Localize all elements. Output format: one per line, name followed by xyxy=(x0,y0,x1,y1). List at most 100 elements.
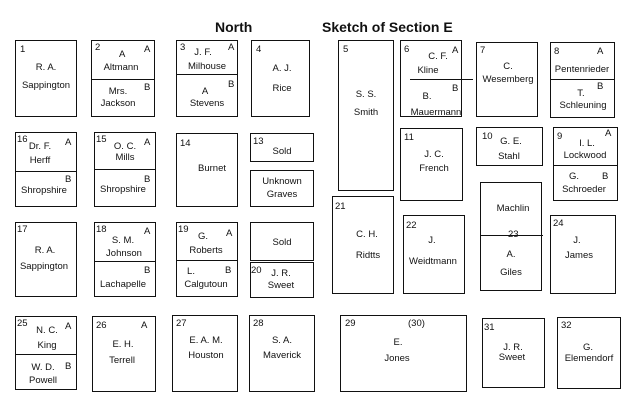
owner-a-initials: Dr. F. xyxy=(28,141,52,152)
lot-23[interactable]: Machlin 23 A. Giles xyxy=(480,182,543,291)
lot-5[interactable]: 5 S. S. Smith xyxy=(338,40,394,191)
lot-21[interactable]: 21 C. H. Ridtts xyxy=(332,196,394,294)
owner-a-name: Roberts xyxy=(189,245,223,256)
lot-status: Sold xyxy=(272,237,292,248)
lot-9[interactable]: 9 I. L. A Lockwood G. B Schroeder xyxy=(553,127,618,201)
lot-32[interactable]: 32 G. Elemendorf xyxy=(557,317,621,389)
lot-number: 21 xyxy=(335,201,346,212)
subplot-divider xyxy=(177,260,237,261)
owner-a-initials: N. C. xyxy=(36,325,58,336)
lot-number: 28 xyxy=(253,318,264,329)
lot-28[interactable]: 28 S. A. Maverick xyxy=(249,315,315,392)
owner-name: Terrell xyxy=(109,355,135,366)
unknown-graves[interactable]: Unknown Graves xyxy=(250,170,314,207)
lot-number: 20 xyxy=(251,265,262,276)
owner-initial: G. xyxy=(582,342,594,353)
owner-a-name: Kline xyxy=(417,65,439,76)
lot-25[interactable]: 25 N. C. A King W. D. B Powell xyxy=(15,316,77,390)
lot-number: 6 xyxy=(404,44,410,55)
lot-31[interactable]: 31 J. R. Sweet xyxy=(482,318,545,388)
lot-number: 11 xyxy=(404,132,414,143)
lot-11[interactable]: 11 J. C. French xyxy=(400,128,463,201)
owner-a-initials: J. F. xyxy=(194,47,212,58)
lot-number: 32 xyxy=(561,320,572,331)
owner-name: Stahl xyxy=(498,151,520,162)
owner-name: Smith xyxy=(353,107,379,118)
subplot-a-marker: A xyxy=(65,321,72,332)
owner-b-initials: W. D. xyxy=(31,362,55,373)
lot-number: 27 xyxy=(176,318,187,329)
lot-sold[interactable]: Sold xyxy=(250,222,314,261)
unknown-label: Unknown xyxy=(262,176,302,187)
owner-a-name: Johnson xyxy=(106,248,142,259)
owner-b-name: Stevens xyxy=(189,98,225,109)
lot-number: 22 xyxy=(406,220,417,231)
lot-24[interactable]: 24 J. James xyxy=(550,215,616,294)
owner-name: Elemendorf xyxy=(564,353,614,364)
owner-initials: R. A. xyxy=(34,245,56,256)
lot-26[interactable]: 26 A E. H. Terrell xyxy=(92,316,156,392)
owner-b-name: Shropshire xyxy=(21,185,67,196)
owner-name: Maverick xyxy=(262,350,302,361)
lot-number: 4 xyxy=(256,44,262,55)
lot-1[interactable]: 1 R. A. Sappington xyxy=(15,40,77,117)
owner-name: Sappington xyxy=(21,80,71,91)
subplot-divider xyxy=(551,79,614,80)
owner-name: Houston xyxy=(188,350,224,361)
lot-16[interactable]: 16 Dr. F. A Herff B Shropshire xyxy=(15,132,77,207)
owner-b-name: Calgutoun xyxy=(184,279,228,290)
subplot-divider xyxy=(410,79,473,80)
owner-name: Sappington xyxy=(19,261,69,272)
subplot-divider xyxy=(95,261,155,262)
lot-4[interactable]: 4 A. J. Rice xyxy=(251,40,310,117)
subplot-a-marker: A xyxy=(452,45,459,56)
owner-a-name: Pentenrieder xyxy=(554,64,610,75)
lot-22[interactable]: 22 J. Weidtmann xyxy=(403,215,465,294)
lot-7[interactable]: 7 C. Wesemberg xyxy=(476,42,538,117)
owner-name: Weidtmann xyxy=(409,256,457,267)
subplot-b-marker: B xyxy=(597,81,604,92)
lot-14[interactable]: 14 Burnet xyxy=(176,133,238,207)
lot-29[interactable]: 29 (30) E. Jones xyxy=(340,315,467,392)
lot-number: 17 xyxy=(17,224,28,235)
subplot-divider xyxy=(554,165,617,166)
owner-name: French xyxy=(419,163,449,174)
lot-number: 5 xyxy=(343,44,349,55)
owner-b-initial: T. xyxy=(577,88,585,99)
lot-3[interactable]: 3 J. F. A Milhouse A B Stevens xyxy=(176,40,238,117)
subplot-a-marker: A xyxy=(144,226,151,237)
lot-8[interactable]: 8 A Pentenrieder T. B Schleuning xyxy=(550,42,615,118)
lot-number: 16 xyxy=(17,134,28,145)
graves-label: Graves xyxy=(266,189,298,200)
lot-19[interactable]: 19 G. A Roberts L. B Calgutoun xyxy=(176,222,238,297)
owner-initials: J. R. xyxy=(271,268,291,279)
lot-13[interactable]: 13 Sold xyxy=(250,133,314,162)
subplot-b-marker: B xyxy=(65,361,72,372)
owner-initials: C. H. xyxy=(356,229,378,240)
owner-initials: R. A. xyxy=(35,62,57,73)
lot-number: 2 xyxy=(95,42,101,53)
owner-a-name: Milhouse xyxy=(187,61,227,72)
owner-initials: E. H. xyxy=(112,339,134,350)
owner-a-name: Mills xyxy=(115,152,135,163)
lot-2[interactable]: 2 A A Altmann Mrs. Jackson B xyxy=(91,40,155,117)
lot-20[interactable]: 20 J. R. Sweet xyxy=(250,262,314,298)
subplot-a-marker: A xyxy=(605,128,612,139)
subplot-divider xyxy=(92,79,154,80)
owner-b-name: Mauermann xyxy=(410,107,462,118)
owner-a-name: King xyxy=(37,340,57,351)
owner-a-initial: G. xyxy=(197,231,209,242)
lot-27[interactable]: 27 E. A. M. Houston xyxy=(172,315,238,392)
lot-number: 25 xyxy=(17,318,28,329)
lot-10[interactable]: 10 G. E. Stahl xyxy=(476,127,543,166)
lot-18[interactable]: 18 S. M. A Johnson B Lachapelle xyxy=(94,222,156,297)
owner-initials: G. E. xyxy=(500,136,522,147)
lot-15[interactable]: 15 O. C. A Mills B Shropshire xyxy=(94,132,156,207)
lot-6[interactable]: 6 C. F. A Kline B. Mauermann B xyxy=(400,40,473,118)
lot-17[interactable]: 17 R. A. Sappington xyxy=(15,222,77,297)
owner-initial: E. xyxy=(393,337,403,348)
subplot-a-marker: A xyxy=(226,228,233,239)
subplot-b-marker: B xyxy=(65,174,72,185)
subplot-a-marker: A xyxy=(228,42,235,53)
owner-initials: A. J. xyxy=(272,63,292,74)
